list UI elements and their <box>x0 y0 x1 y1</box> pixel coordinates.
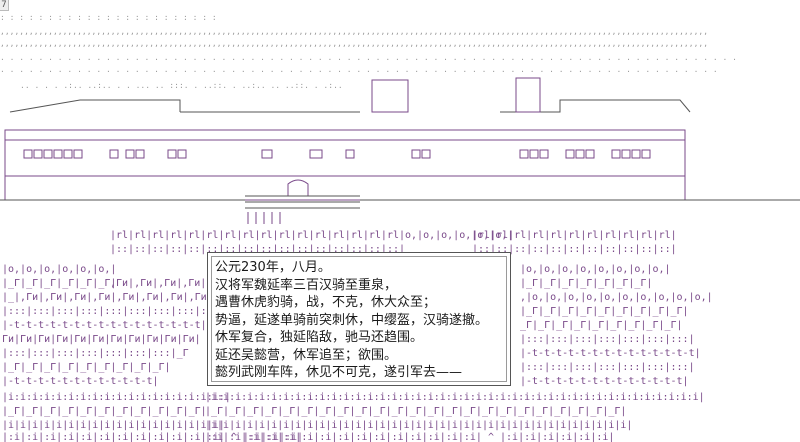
svg-text:|:::|:::|:::|:::|:::|:::|:::|: |:::|:::|:::|:::|:::|:::|:::| <box>520 334 695 345</box>
caption-line: 汉将军魏延率三百汉骑至重泉， <box>215 277 398 293</box>
army: |rl|rl|rl|rl|rl|rl|rl|rl|rl|rl|rl|rl|rl|… <box>2 230 713 442</box>
caption-line: 懿列武刚车阵，休见不可克，遂引军去—— <box>215 365 463 380</box>
svg-text:|_|,Ги|,Ги|,Ги|,Ги|,Ги|,Ги|,Ги: |_|,Ги|,Ги|,Ги|,Ги|,Ги|,Ги|,Ги|,Ги|,Ги| <box>2 292 237 303</box>
svg-text:|_Г|_Г|_Г|_Г|_Г|_Г|_Г|: |_Г|_Г|_Г|_Г|_Г|_Г|_Г| <box>520 278 652 289</box>
svg-text:|o,|o,|o,|o,|o,|o,|o,|o,|: |o,|o,|o,|o,|o,|o,|o,|o,| <box>520 264 671 275</box>
spear-row: |rl|rl|rl|rl|rl|rl|rl|rl|rl|rl|rl|rl|rl|… <box>110 230 513 241</box>
svg-text:,|o,|o,|o,|o,|o,|o,|o,|o,|o,|o: ,|o,|o,|o,|o,|o,|o,|o,|o,|o,|o,| <box>520 292 713 303</box>
svg-text:|_Г|_Г|_Г|_Г|_Г|_Г|: |_Г|_Г|_Г|_Г|_Г|_Г| <box>2 278 116 289</box>
svg-text:|:::|:::|:::|:::|:::|:::|:::|_: |:::|:::|:::|:::|:::|:::|:::|_Г <box>2 348 189 359</box>
svg-text:|rl|rl|rl|rl|rl|rl|rl|rl|rl|rl: |rl|rl|rl|rl|rl|rl|rl|rl|rl|rl|rl| <box>472 230 677 241</box>
caption-text: 公元230年，八月。 汉将军魏延率三百汉骑至重泉， 遇曹休虎豹骑，战，不克，休大… <box>215 259 506 382</box>
svg-text:|i|i|i|i|i|i|i|i|i|i|i|i|i|i|i: |i|i|i|i|i|i|i|i|i|i|i|i|i|i|i|i|i|i|i|i… <box>205 420 632 431</box>
caption-line: 公元230年，八月。 <box>215 260 331 275</box>
svg-text:|:::|:::|:::|:::|:::|:::|:::|: |:::|:::|:::|:::|:::|:::|:::| <box>520 362 695 373</box>
svg-text:. . . . . . . . . . . . . . .: . . . . . . . . . . . . . . . . . . . . … <box>0 53 737 62</box>
svg-text:|-t-t-t-t-t-t-t-t-t-t-t-t-t|: |-t-t-t-t-t-t-t-t-t-t-t-t-t| <box>520 376 689 387</box>
sky-dots: : : : : : : : : : : : : : : : : : : : : … <box>0 13 737 90</box>
caption-line: 休军复合，独延陷敌，驰马还趋围。 <box>215 330 424 345</box>
svg-text:,,,,,,,,,,,,,,,,,,,,,,,,,,,,,,: ,,,,,,,,,,,,,,,,,,,,,,,,,,,,,,,,,,,,,,,,… <box>0 27 708 36</box>
svg-text:|i:i:i:i:i:i:i:i:i:i:i:i:i:i:i: |i:i:i:i:i:i:i:i:i:i:i:i:i:i:i:i:i:i:i:i… <box>205 392 705 403</box>
svg-text:|::|::|::|::|::|::|::|::|::|::: |::|::|::|::|::|::|::|::|::|::|::|::|::|… <box>110 244 405 255</box>
svg-text:,Ги|,Ги|,Ги|,Ги|,Ги|: ,Ги|,Ги|,Ги|,Ги|,Ги| <box>110 278 230 289</box>
svg-text:|:::|:::|:::|:::|:::|:::|:::|:: |:::|:::|:::|:::|:::|:::|:::|:::|:::|:::… <box>2 306 249 317</box>
caption-line: 延还吴懿营，休军追至；欲围。 <box>215 347 398 363</box>
ground-row: |_Г|_Г|_Г|_Г|_Г|_Г|_Г|_Г|_Г|_Г|_Г| <box>2 406 207 417</box>
svg-text:|i|i|i|i|i|i|i|i|i|i|i|i|i|i|i: |i|i|i|i|i|i|i|i|i|i|i|i|i|i|i|i|i|i| <box>2 420 225 431</box>
svg-text:. . . . . . . . . . . . . . .: . . . . . . . . . . . . . . . . . . . . … <box>0 65 718 74</box>
caption-line: 遇曹休虎豹骑，战，不克，休大众至； <box>215 295 437 310</box>
caption-line: 势逼，延遂单骑前突刺休，中缨盔，汉骑遂撤。 <box>215 312 489 328</box>
svg-text:.. . . . .:.. ..:.. . .: .. . . . .:.. ..:.. . . ... .. :::. . ..… <box>20 81 343 90</box>
helmet-row: |o,|o,|o,|o,|o,|o,| <box>2 264 116 275</box>
dot-row: : : : : : : : : : : : : : : : : : : : : … <box>0 13 217 22</box>
caption-box: 公元230年，八月。 汉将军魏延率三百汉骑至重泉， 遇曹休虎豹骑，战，不克，休大… <box>207 252 511 386</box>
svg-text:,,,,,,,,,,,,,,,,,,,,,,,,,,,,,,: ,,,,,,,,,,,,,,,,,,,,,,,,,,,,,,,,,,,,,,,,… <box>0 39 708 48</box>
caption-inner-frame <box>211 256 507 382</box>
svg-text:|_Г|_Г|_Г|_Г|_Г|_Г|_Г|_Г|_Г|_Г: |_Г|_Г|_Г|_Г|_Г|_Г|_Г|_Г|_Г|_Г|_Г|_Г|_Г|… <box>205 406 626 417</box>
svg-text:_Г|_Г|_Г|_Г|_Г|_Г|_Г|_Г|_Г|: _Г|_Г|_Г|_Г|_Г|_Г|_Г|_Г|_Г| <box>520 320 683 331</box>
svg-text:|_Г|_Г|_Г|_Г|_Г|_Г|_Г|_Г|_Г|: |_Г|_Г|_Г|_Г|_Г|_Г|_Г|_Г|_Г| <box>520 306 689 317</box>
corner-tab: 7 <box>0 0 9 11</box>
svg-text:|:i|:i|:i|:i|:i|:i|:i|:i|:i|:i: |:i|:i|:i|:i|:i|:i|:i|:i|:i|:i|:i|:i|_^_… <box>2 432 303 442</box>
svg-text:|:i|:i|:i|:i|:i|:i|:i|:i|:i|:i: |:i|:i|:i|:i|:i|:i|:i|:i|:i|:i|:i|:i|:i|… <box>205 432 614 442</box>
window-row <box>23 149 651 159</box>
svg-text:|-t-t-t-t-t-t-t-t-t-t-t-t-t-t-: |-t-t-t-t-t-t-t-t-t-t-t-t-t-t-t-t| <box>2 320 207 331</box>
svg-text:|-t-t-t-t-t-t-t-t-t-t-t-t-t-t|: |-t-t-t-t-t-t-t-t-t-t-t-t-t-t| <box>520 348 701 359</box>
fortress <box>0 77 800 224</box>
svg-text:|i:i:i:i:i:i:i:i:i:i:i:i:i:i:i: |i:i:i:i:i:i:i:i:i:i:i:i:i:i:i:i:i:i:| <box>2 392 231 403</box>
svg-text:|::|::|::|::|::|::|::|::|::|::: |::|::|::|::|::|::|::|::|::|::|::| <box>472 244 677 255</box>
svg-text:|_Г|_Г|_Г|_Г|_Г|_Г|_Г|_Г|_Г|: |_Г|_Г|_Г|_Г|_Г|_Г|_Г|_Г|_Г| <box>2 362 171 373</box>
svg-text:Ги|Ги|Ги|Ги|Ги|Ги|Ги|Ги|Ги|Ги|: Ги|Ги|Ги|Ги|Ги|Ги|Ги|Ги|Ги|Ги|Ги| <box>2 334 201 345</box>
svg-text:|-t-t-t-t-t-t-t-t-t-t-t-t|: |-t-t-t-t-t-t-t-t-t-t-t-t| <box>2 376 159 387</box>
